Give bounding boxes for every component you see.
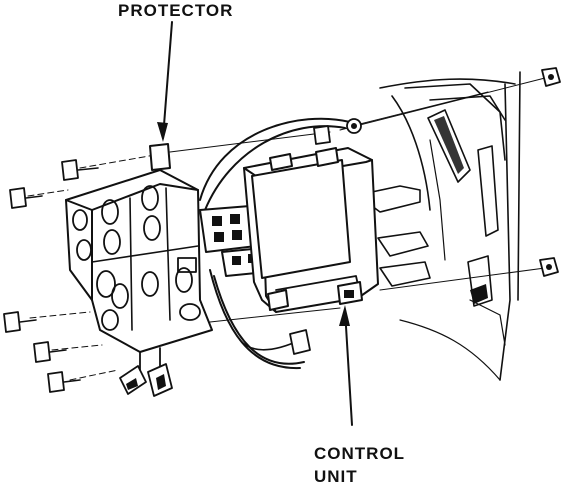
- bolt-icon-bottom-2[interactable]: [47, 371, 81, 393]
- bolt-icon-bottom-1[interactable]: [33, 341, 67, 363]
- nut-icon-upper[interactable]: [541, 67, 561, 87]
- protector-leader-arrow-icon: [157, 21, 173, 142]
- control-unit-leader-arrow-icon: [339, 305, 353, 426]
- body-panel: [371, 71, 521, 381]
- connector-tab-icon: [119, 347, 173, 397]
- control-unit-label-line2: UNIT: [314, 467, 358, 484]
- control-unit: [243, 147, 379, 313]
- bolt-icon-unit-top[interactable]: [313, 118, 362, 145]
- protector-label: PROTECTOR: [118, 1, 233, 20]
- protector-bracket: [65, 143, 213, 353]
- bolt-icon-left-lower[interactable]: [3, 311, 37, 333]
- wire-harness: [199, 117, 351, 370]
- alignment-lines: [27, 77, 546, 381]
- nut-icon-lower[interactable]: [539, 257, 559, 277]
- control-unit-label-line1: CONTROL: [314, 444, 405, 463]
- bolt-icon-left-upper[interactable]: [9, 187, 43, 209]
- bolt-icon-upper[interactable]: [61, 159, 99, 181]
